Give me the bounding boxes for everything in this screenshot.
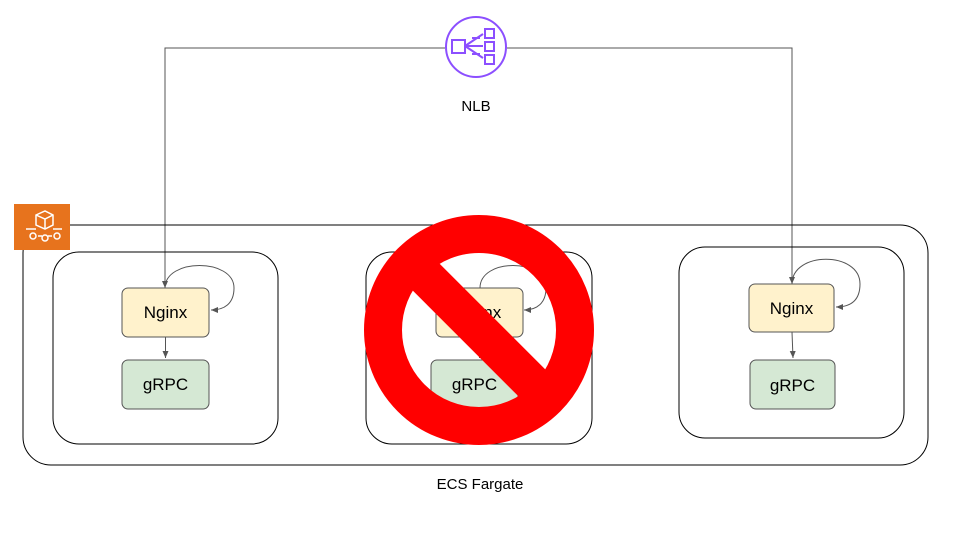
task-3-nginx-to-grpc-connector (789, 331, 796, 359)
task-1: Nginx gRPC (52, 251, 279, 445)
task-1-nginx-label: Nginx (144, 303, 188, 322)
task-1-container (52, 251, 279, 445)
task-3-grpc-label: gRPC (770, 376, 815, 395)
prohibited-icon (364, 215, 594, 445)
nlb-to-task-3-connector (507, 47, 795, 284)
task-1-grpc-label: gRPC (143, 375, 188, 394)
nlb-label: NLB (461, 98, 490, 115)
network-load-balancer-icon (445, 16, 507, 78)
task-3-grpc-box[interactable] (749, 359, 836, 410)
nlb-to-task-1-connector (162, 47, 445, 288)
task-1-self-loop (164, 265, 235, 313)
task-2-grpc-label: gRPC (452, 375, 497, 394)
nlb-connectors (162, 47, 795, 288)
task-3-self-loop (791, 258, 861, 310)
task-1-grpc-box[interactable] (121, 359, 210, 410)
task-3-container (678, 246, 905, 439)
task-3: Nginx gRPC (678, 246, 905, 439)
task-2: Nginx gRPC (364, 215, 594, 445)
task-3-nginx-box[interactable] (748, 283, 835, 333)
task-3-nginx-label: Nginx (770, 299, 814, 318)
ecs-cluster-label: ECS Fargate (437, 476, 524, 493)
fargate-icon (14, 204, 70, 250)
